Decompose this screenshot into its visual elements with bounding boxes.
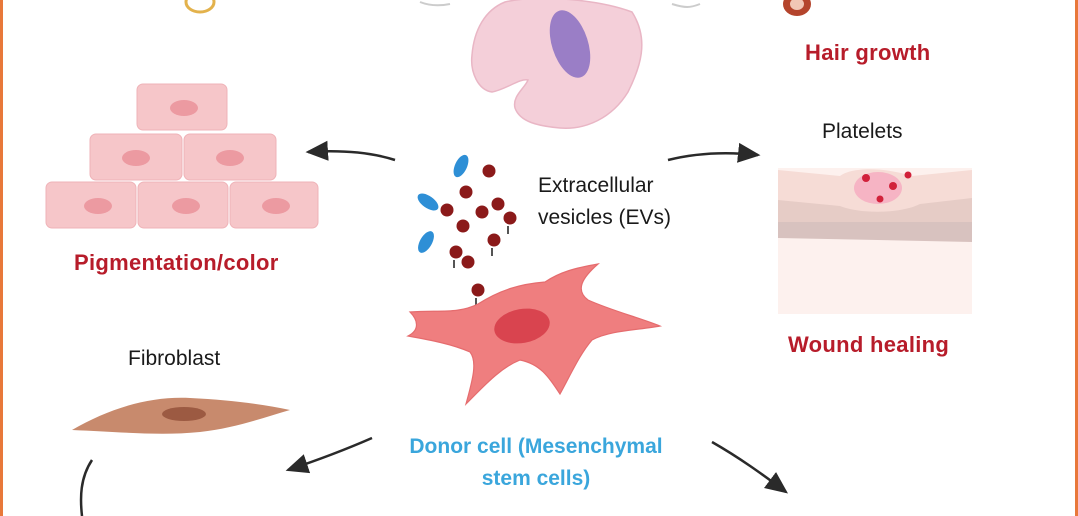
arrow-to-pigmentation <box>305 140 396 162</box>
hair-growth-label: Hair growth <box>805 40 931 65</box>
wound-healing-label: Wound healing <box>788 332 950 357</box>
pigmentation-label: Pigmentation/color <box>74 250 279 275</box>
wound-skin-illustration <box>778 168 972 314</box>
evs-label: Extracellular vesicles (EVs) <box>538 174 672 229</box>
arrow-to-wound-healing <box>667 142 761 163</box>
fibroblast-cell <box>72 397 290 434</box>
donor-stem-cell <box>406 263 663 407</box>
top-left-partial-cell <box>184 0 216 14</box>
donor-cell-label-line2: stem cells) <box>481 467 591 490</box>
extracellular-vesicles <box>417 154 517 306</box>
platelets-label: Platelets <box>822 120 903 143</box>
donor-cell-label-line1: Donor cell (Mesenchymal <box>409 435 663 458</box>
arrow-to-fibroblast <box>285 436 373 474</box>
pigmentation-cells <box>45 83 319 229</box>
arrow-to-bottom-right <box>711 440 789 494</box>
donor-cell-label: Donor cell (Mesenchymal stem cells) <box>380 431 692 495</box>
fibroblast-label: Fibroblast <box>128 347 221 370</box>
top-center-cell <box>470 0 643 129</box>
